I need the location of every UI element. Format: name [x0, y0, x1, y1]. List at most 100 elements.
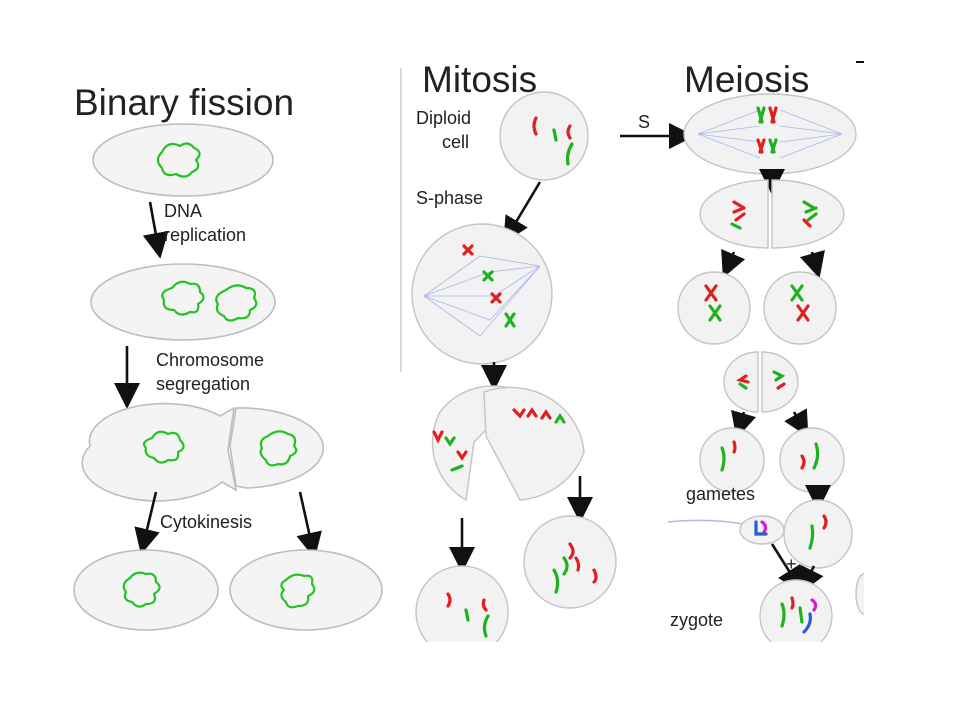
chromosome [768, 138, 778, 154]
chromosome [732, 200, 746, 222]
chromosome [738, 382, 748, 390]
mitosis-telophase-right [483, 386, 585, 501]
chromosome [760, 520, 768, 534]
chromosome [756, 138, 766, 154]
chromosome [554, 413, 566, 424]
bf-arrow-replication [142, 201, 169, 259]
meiosis-arrow-3a [731, 409, 757, 439]
diagram-canvas: Binary fission DNA replication Chromosom… [73, 60, 864, 642]
chromosome [776, 382, 786, 390]
meiosis-label-gametes: gametes [686, 484, 755, 504]
meiosis-gamete-cell-b [779, 427, 845, 493]
bf-arrow-cytokinesis-right [296, 491, 322, 559]
chromosome [574, 556, 581, 572]
chromosome [566, 124, 572, 140]
meiosis-arrow-3b [784, 408, 809, 438]
meiosis-spindle-1 [697, 109, 843, 159]
bf-label-replication: replication [164, 225, 246, 245]
mitosis-daughter-cell-1 [415, 565, 509, 642]
mitosis-label-sphase: S-phase [416, 188, 483, 208]
mitosis-arrow-sphase [503, 181, 542, 244]
chromosome [481, 598, 488, 612]
bf-dna-loop [156, 142, 201, 178]
meiosis-cell-mii-dividing-left [723, 351, 759, 413]
bf-label-dna: DNA [164, 201, 202, 221]
meiosis-cell-prophase [683, 93, 857, 175]
bf-dna-daughter-2 [259, 430, 298, 467]
chromosome [432, 430, 444, 444]
chromosome [540, 409, 552, 420]
partial-cell-edge [855, 573, 864, 615]
chromosome [730, 222, 742, 230]
chromosome [790, 284, 804, 302]
binary-fission-title: Binary fission [74, 82, 294, 123]
chromosome [704, 284, 718, 302]
chromosome [720, 446, 726, 472]
meiosis-cell-mii-a [677, 271, 751, 345]
bf-cell-initial [92, 123, 274, 197]
bf-label-chromosome: Chromosome [156, 350, 264, 370]
chromosome [798, 606, 804, 624]
chromosome [768, 106, 778, 124]
chromosome [552, 128, 558, 142]
meiosis-arrow-egg-to-zygote [800, 564, 824, 594]
meiosis-label-zygote: zygote [670, 610, 723, 630]
chromosome [808, 524, 815, 550]
chromosome [444, 436, 456, 447]
bf-label-segregation: segregation [156, 374, 250, 394]
chromosome [552, 568, 560, 594]
cell-division-diagram: Binary fission DNA replication Chromosom… [70, 60, 864, 642]
chromosome [708, 304, 722, 322]
chromosome [772, 370, 786, 382]
chromosome [802, 218, 812, 228]
chromosome [490, 292, 502, 304]
bf-cell-dividing-right [229, 407, 325, 489]
chromosome [822, 514, 828, 530]
bf-daughter-dna-2 [280, 573, 316, 609]
chromosome [565, 142, 574, 166]
chromosome [802, 612, 812, 634]
chromosome [802, 200, 818, 222]
bf-dna-daughter-1 [142, 430, 185, 464]
mitosis-diploid-cell [499, 91, 589, 181]
chromosome [568, 542, 575, 560]
mitosis-column: Mitosis Diploid cell S-phase [411, 60, 617, 642]
bf-daughter-cell-1 [73, 549, 219, 631]
chromosome [532, 116, 538, 136]
chromosome [482, 270, 494, 282]
chromosome [796, 304, 810, 322]
chromosome [756, 106, 766, 124]
meiosis-column: Meiosis S [620, 60, 864, 642]
meiosis-label-plus: + [786, 554, 797, 574]
chromosome [736, 374, 750, 384]
bf-label-cytokinesis: Cytokinesis [160, 512, 252, 532]
chromosome [482, 614, 490, 638]
zygote-cell [759, 579, 833, 642]
bf-cell-dividing-left [81, 402, 238, 502]
chromosome [754, 520, 768, 536]
mitosis-title: Mitosis [422, 60, 537, 100]
chromosome [812, 442, 820, 470]
chromosome [450, 464, 464, 472]
binary-fission-column: Binary fission DNA replication Chromosom… [73, 82, 383, 631]
mitosis-metaphase-cell [411, 223, 553, 365]
chromosome [446, 592, 452, 608]
meiosis-cell-mi-right [771, 179, 845, 249]
chromosome [732, 440, 737, 454]
bf-daughter-dna-1 [122, 571, 161, 608]
meiosis-title: Meiosis [684, 60, 809, 100]
bf-daughter-cell-2 [229, 549, 383, 631]
bf-cell-replicated [90, 263, 276, 341]
bf-dna-loop-a [161, 280, 205, 316]
bf-dna-loop-b [215, 284, 258, 322]
chromosome [512, 408, 526, 419]
chromosome [790, 596, 795, 610]
chromosome [464, 608, 470, 622]
chromosome [592, 568, 598, 584]
chromosome [800, 454, 806, 470]
meiosis-arrow-2b [799, 249, 825, 279]
sperm-head [739, 515, 785, 545]
meiosis-arrow-sperm-to-zygote [770, 543, 803, 593]
meiosis-label-s: S [638, 112, 650, 132]
meiosis-arrow-2a [721, 248, 746, 278]
